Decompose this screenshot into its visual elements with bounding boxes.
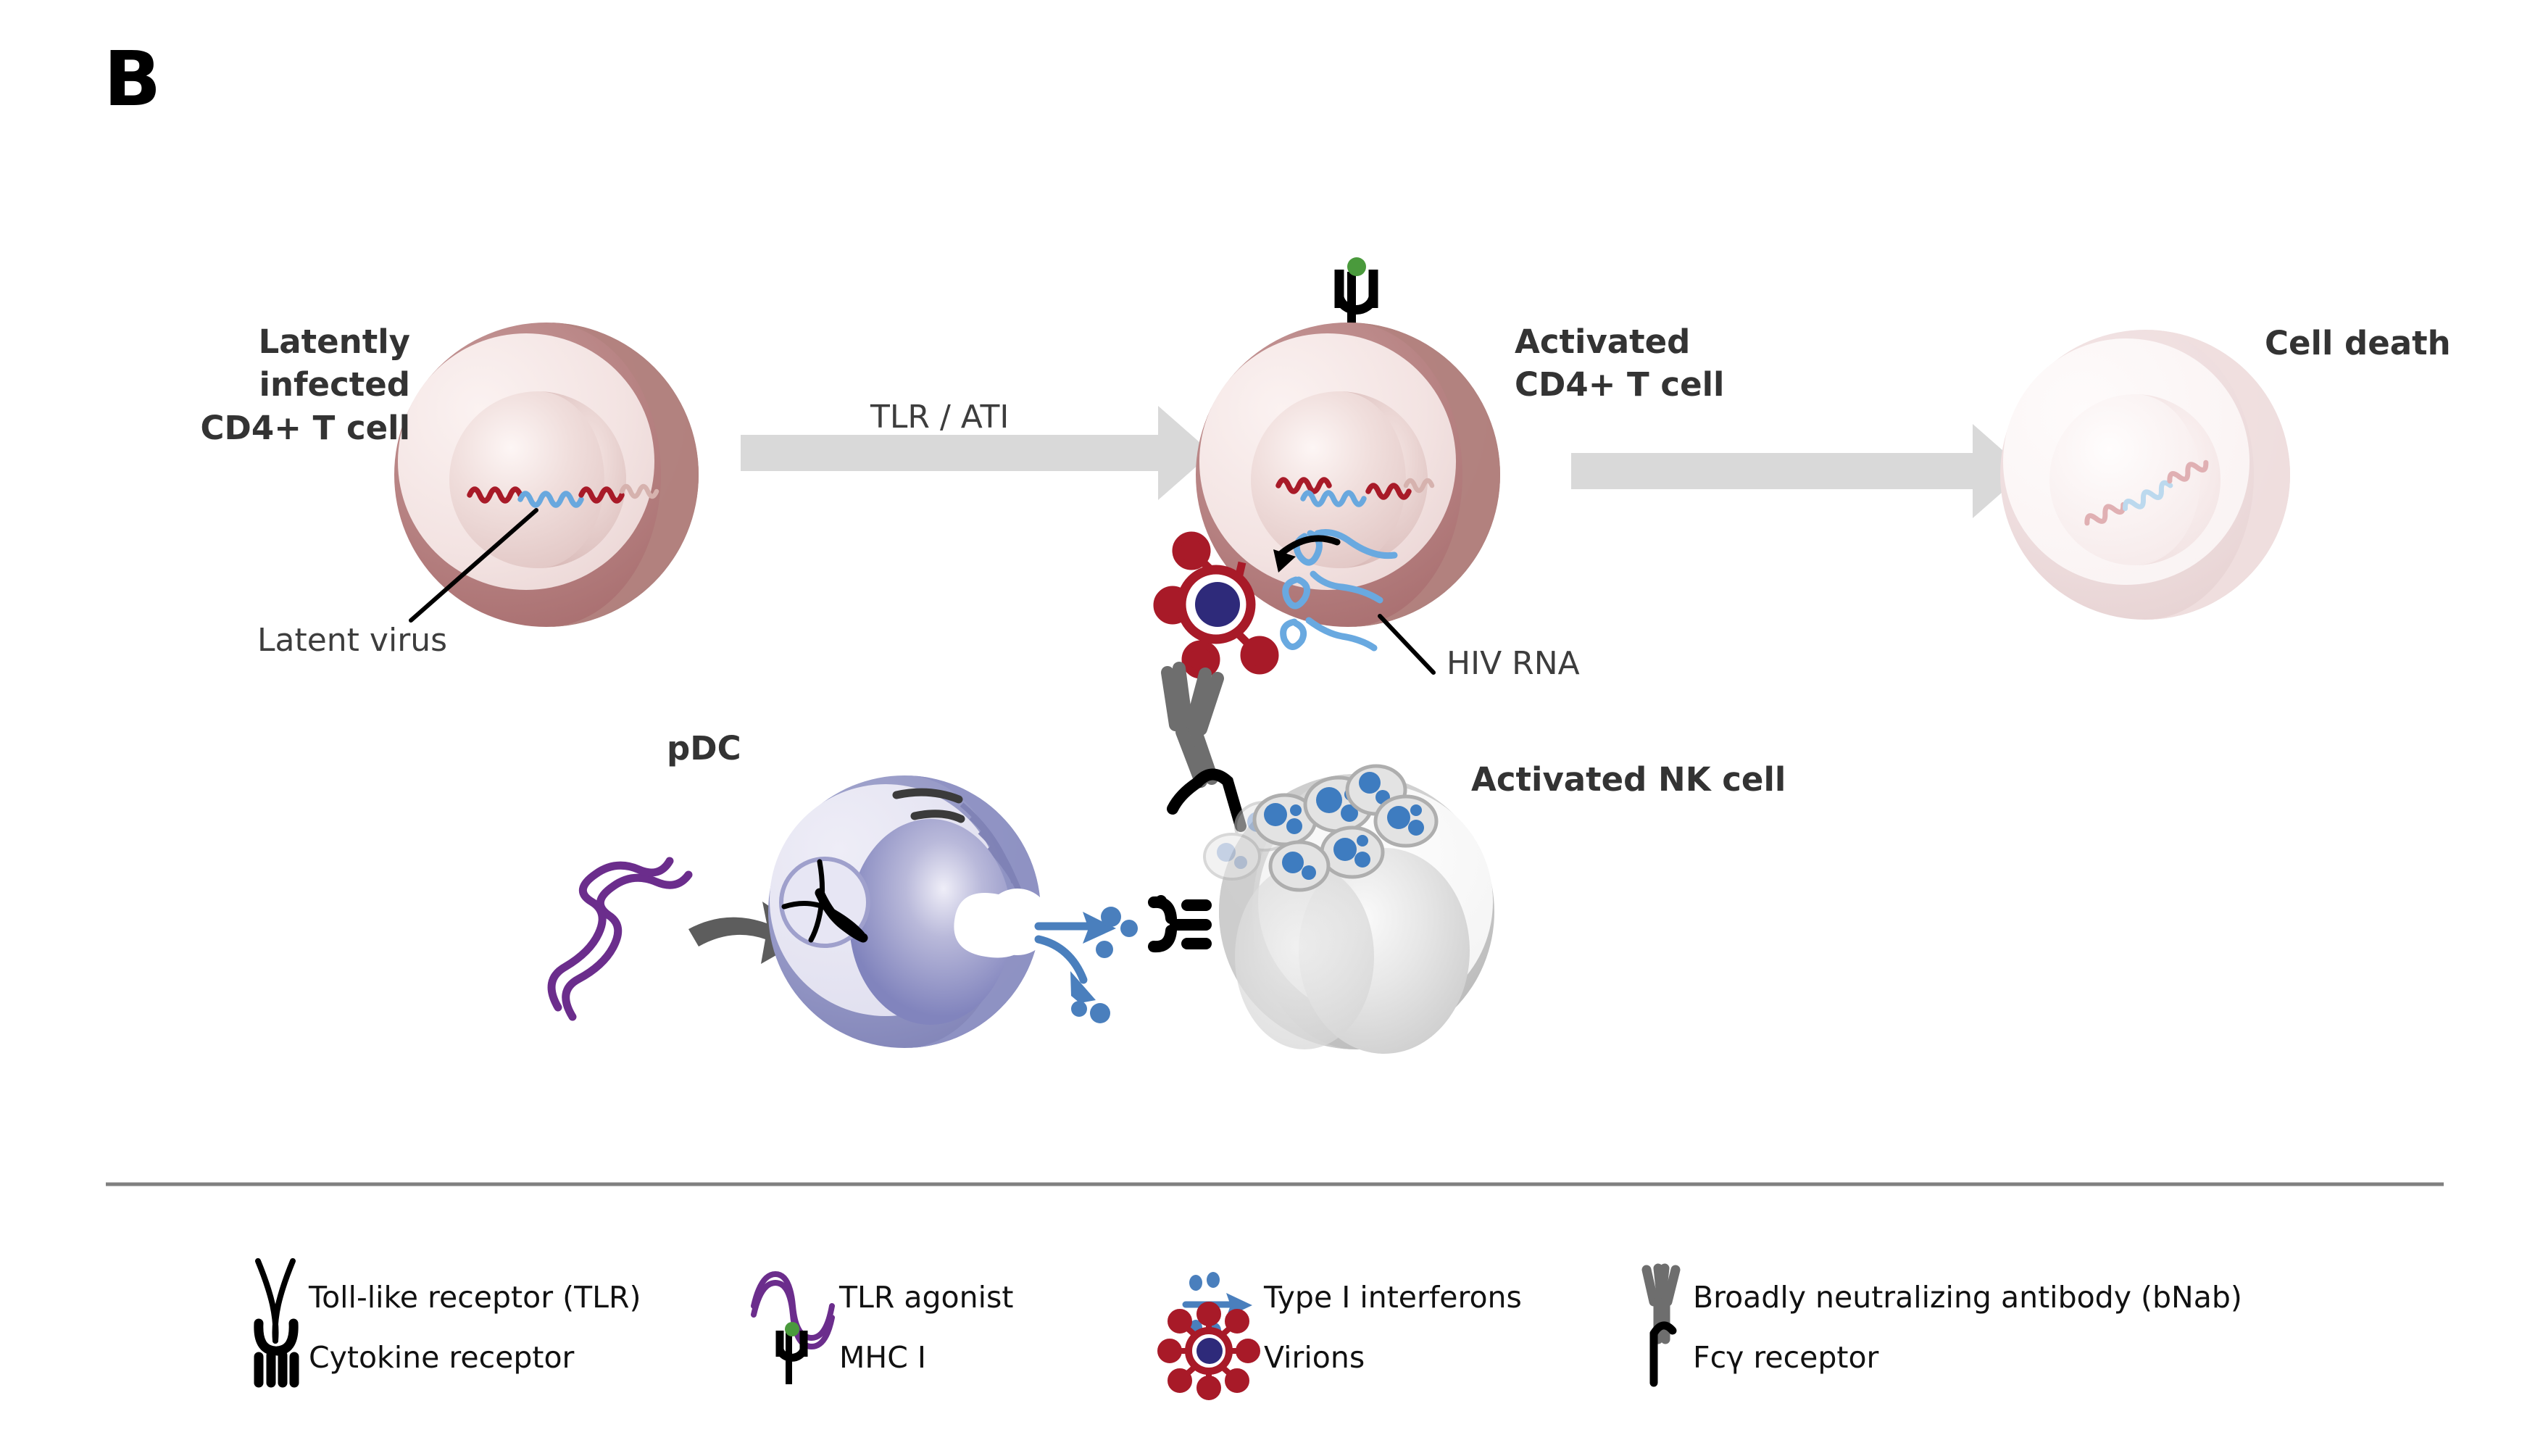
cytokine-receptor-icon-on-nk xyxy=(1148,895,1212,953)
legend-fc-gamma-receptor-icon xyxy=(1649,1321,1677,1387)
type-i-interferon-secretion xyxy=(954,889,1138,1023)
activated-cd4-cell xyxy=(1196,257,1500,675)
fc-gamma-receptor-icon xyxy=(1167,768,1246,832)
legend-tlr-icon xyxy=(255,1258,296,1344)
label-cell-death: Cell death xyxy=(2265,324,2451,362)
activated-nk-cell xyxy=(1203,764,1494,1054)
mhc-i-icon xyxy=(1334,257,1378,330)
tlr-agonist-icon xyxy=(547,857,693,1021)
label-latently-infected-cd4: Latently infected CD4+ T cell xyxy=(200,323,410,447)
label-tlr-ati: TLR / ATI xyxy=(870,399,1010,436)
virion-bnab-complex xyxy=(1153,531,1341,832)
legend-item-type-i-interferons: Type I interferons xyxy=(1264,1280,1522,1315)
legend-cytokine-receptor-icon xyxy=(254,1318,299,1388)
label-activated-nk: Activated NK cell xyxy=(1471,760,1786,799)
legend-tlr-agonist-icon xyxy=(751,1270,835,1350)
tlr-icon-on-pdc xyxy=(781,859,868,943)
label-latent-virus: Latent virus xyxy=(257,622,448,659)
cytotoxic-granules xyxy=(1203,764,1439,892)
label-pdc: pDC xyxy=(667,729,741,767)
legend-item-virions: Virions xyxy=(1264,1340,1365,1375)
legend-item-mhc-i: MHC I xyxy=(839,1340,926,1375)
label-hiv-rna: HIV RNA xyxy=(1447,645,1580,682)
legend-virion-icon xyxy=(1157,1302,1260,1400)
antibody-icon xyxy=(1161,662,1224,788)
latently-infected-cd4-cell xyxy=(394,323,699,627)
tlr-ati-arrow xyxy=(741,406,1212,500)
legend-item-bnab: Broadly neutralizing antibody (bNab) xyxy=(1693,1280,2242,1315)
panel-letter: B xyxy=(104,35,161,123)
legend-item-tlr-agonist: TLR agonist xyxy=(839,1280,1014,1315)
legend-mhc-i-icon xyxy=(775,1322,808,1384)
legend-item-fc-gamma-receptor: Fcγ receptor xyxy=(1693,1340,1879,1375)
virion-icon xyxy=(1153,531,1279,679)
legend-item-toll-like-receptor: Toll-like receptor (TLR) xyxy=(309,1280,641,1315)
hiv-rna-strands xyxy=(1280,529,1398,652)
cell-death-arrow xyxy=(1571,424,2026,518)
legend-item-cytokine-receptor: Cytokine receptor xyxy=(309,1340,575,1375)
label-activated-cd4: Activated CD4+ T cell xyxy=(1515,323,1725,404)
pdc-cell xyxy=(768,775,1041,1048)
dead-cd4-cell xyxy=(2000,330,2290,620)
